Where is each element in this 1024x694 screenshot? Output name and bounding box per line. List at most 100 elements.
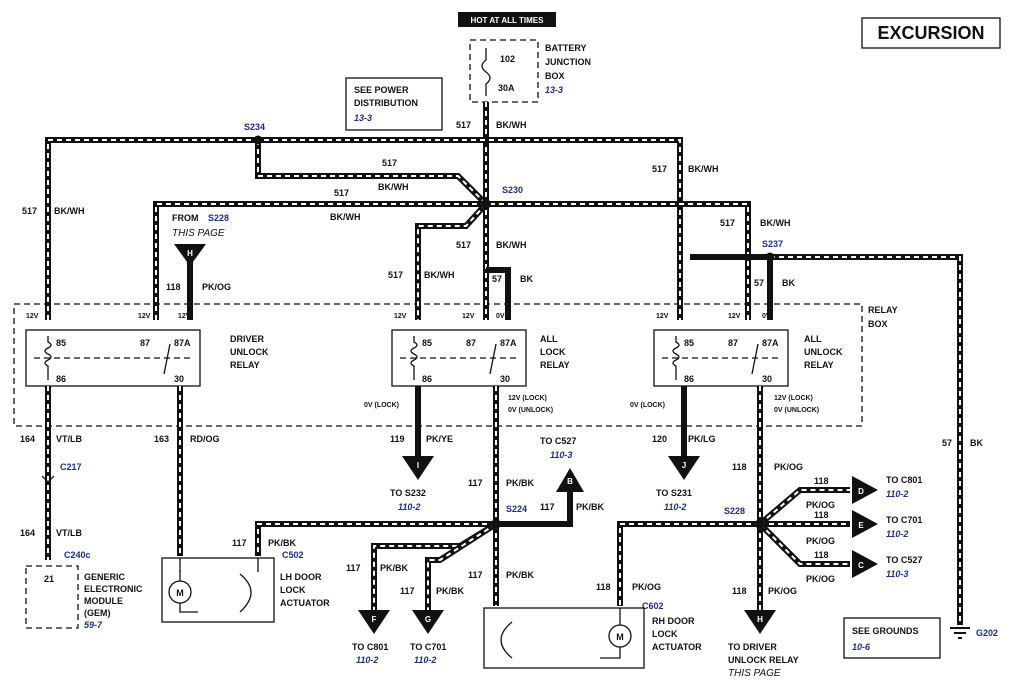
connector-labels: C217 C240c C502 C602 G202 — [41, 462, 998, 638]
svg-text:164: 164 — [20, 528, 35, 538]
relay-label-line: RELAY — [230, 360, 260, 370]
svg-text:118: 118 — [732, 586, 747, 596]
splice-s237-dot — [765, 252, 775, 262]
title-box: EXCURSION — [861, 17, 1001, 49]
svg-text:ACTUATOR: ACTUATOR — [652, 642, 702, 652]
relay-box-outline — [13, 303, 863, 427]
svg-text:(GEM): (GEM) — [84, 608, 111, 618]
power-dist-ref: 13-3 — [354, 113, 372, 123]
svg-text:517: 517 — [382, 158, 397, 168]
svg-text:PK/OG: PK/OG — [632, 582, 661, 592]
target-ref: 110-2 — [886, 529, 908, 539]
svg-text:118: 118 — [814, 510, 829, 520]
target-ref: 110-2 — [356, 655, 378, 665]
svg-text:BK/WH: BK/WH — [424, 270, 455, 280]
relay-pin-p87: 87 — [728, 338, 738, 348]
svg-text:57: 57 — [754, 278, 764, 288]
wire-517-network — [45, 102, 751, 320]
relay-label-line: UNLOCK — [230, 347, 269, 357]
target-label: TO C701 — [410, 642, 446, 652]
power-dist-line-2: DISTRIBUTION — [354, 98, 418, 108]
svg-text:517: 517 — [334, 188, 349, 198]
target-ref: 110-2 — [886, 489, 908, 499]
svg-text:BK: BK — [970, 438, 983, 448]
target-letter: J — [682, 461, 686, 470]
target-ref: 110-3 — [886, 569, 908, 579]
svg-text:VT/LB: VT/LB — [56, 434, 82, 444]
target-label: TO S232 — [390, 488, 426, 498]
splice-s237-label: S237 — [762, 239, 783, 249]
splice-s228-label: S228 — [724, 506, 745, 516]
svg-text:12V: 12V — [462, 313, 475, 320]
svg-text:LOCK: LOCK — [652, 629, 678, 639]
svg-text:117: 117 — [540, 502, 555, 512]
svg-text:12V: 12V — [394, 313, 407, 320]
target-label: TO C801 — [352, 642, 388, 652]
target-label: TO C701 — [886, 515, 922, 525]
hot-label: HOT AT ALL TIMES — [471, 16, 545, 25]
ground-symbol-icon — [950, 627, 970, 639]
svg-text:RH DOOR: RH DOOR — [652, 616, 695, 626]
svg-text:PK/OG: PK/OG — [806, 500, 835, 510]
svg-text:BK/WH: BK/WH — [760, 218, 791, 228]
svg-text:117: 117 — [468, 570, 483, 580]
target-sub: THIS PAGE — [728, 668, 781, 679]
relay-label-line: DRIVER — [230, 334, 265, 344]
svg-text:PK/OG: PK/OG — [202, 282, 231, 292]
lower-wires — [45, 386, 850, 610]
rh-door-lock-actuator: M RH DOOR LOCK ACTUATOR — [483, 607, 702, 669]
target-ref: 110-2 — [398, 502, 420, 512]
battery-junction-box: 102 30A BATTERY JUNCTION BOX 13-3 — [469, 39, 591, 103]
svg-text:21: 21 — [44, 574, 54, 584]
svg-text:RD/OG: RD/OG — [190, 434, 220, 444]
relay-pin-p86: 86 — [422, 374, 432, 384]
splice-s228-dot — [755, 519, 765, 529]
from-sub: THIS PAGE — [172, 228, 225, 239]
svg-text:LH DOOR: LH DOOR — [280, 572, 322, 582]
relay-label-line: UNLOCK — [804, 347, 843, 357]
relay-pin-p30: 30 — [174, 374, 184, 384]
splice-s230-label: S230 — [502, 185, 523, 195]
svg-text:57: 57 — [492, 274, 502, 284]
splice-s230-dot — [481, 199, 491, 209]
svg-text:MODULE: MODULE — [84, 596, 123, 606]
svg-text:BK/WH: BK/WH — [378, 182, 409, 192]
svg-text:GENERIC: GENERIC — [84, 572, 126, 582]
target-ref: 110-3 — [550, 450, 572, 460]
svg-text:BK/WH: BK/WH — [54, 206, 85, 216]
power-dist-line-1: SEE POWER — [354, 85, 409, 95]
svg-text:12V (LOCK): 12V (LOCK) — [508, 395, 547, 402]
relay-switch-icon — [489, 343, 497, 375]
svg-text:117: 117 — [346, 563, 361, 573]
target-letter: I — [417, 461, 419, 470]
target-letter: E — [858, 521, 864, 530]
svg-text:0V (LOCK): 0V (LOCK) — [630, 402, 665, 409]
svg-text:BK/WH: BK/WH — [496, 240, 527, 250]
svg-text:ELECTRONIC: ELECTRONIC — [84, 584, 143, 594]
svg-text:517: 517 — [456, 240, 471, 250]
svg-text:H: H — [187, 249, 193, 258]
power-distribution-note: SEE POWER DISTRIBUTION 13-3 — [345, 77, 443, 131]
svg-text:C217: C217 — [60, 462, 82, 472]
svg-text:PK/OG: PK/OG — [774, 462, 803, 472]
from-prefix: FROM — [172, 213, 199, 223]
target-letter: B — [567, 477, 573, 486]
svg-text:PK/BK: PK/BK — [506, 570, 535, 580]
svg-text:119: 119 — [390, 434, 405, 444]
fuse-rating: 30A — [498, 83, 515, 93]
svg-text:BK/WH: BK/WH — [330, 212, 361, 222]
svg-text:ACTUATOR: ACTUATOR — [280, 598, 330, 608]
svg-text:117: 117 — [400, 586, 415, 596]
svg-text:LOCK: LOCK — [280, 585, 306, 595]
splice-s224-label: S224 — [506, 504, 527, 514]
lh-door-lock-actuator: M LH DOOR LOCK ACTUATOR — [161, 557, 330, 623]
target-label: TO S231 — [656, 488, 692, 498]
relay-pin-p87a: 87A — [762, 338, 779, 348]
relay-pin-p85: 85 — [684, 338, 694, 348]
splice-s234-label: S234 — [244, 122, 265, 132]
svg-text:BK/WH: BK/WH — [496, 120, 527, 130]
